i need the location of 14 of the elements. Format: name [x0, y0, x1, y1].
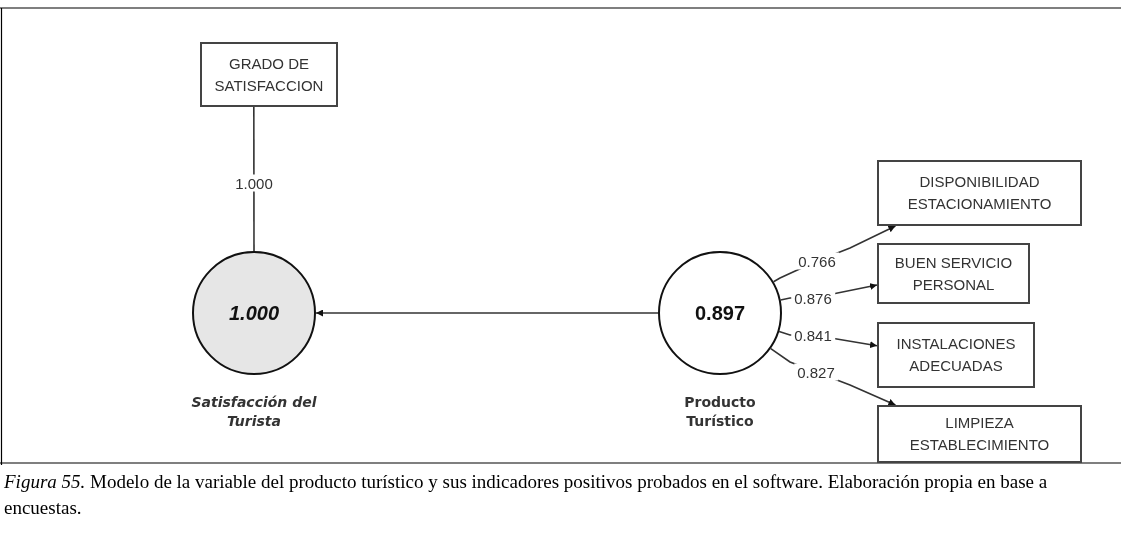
indicator-box: DISPONIBILIDAD ESTACIONAMIENTO [877, 160, 1082, 226]
indicator-box: LIMPIEZA ESTABLECIMIENTO [877, 405, 1082, 463]
edge-label: 0.827 [794, 363, 838, 381]
node-label: Satisfacción del Turista [190, 393, 318, 431]
figure-caption: Figura 55. Modelo de la variable del producto turístico y sus indicadores positivos probados en el software. Elaboración propia en base a encuestas. [4, 470, 1049, 520]
indicator-box: BUEN SERVICIO PERSONAL [877, 243, 1030, 304]
indicator-box: INSTALACIONES ADECUADAS [877, 322, 1035, 388]
arrow [315, 309, 659, 317]
node-label: Producto Turístico [683, 393, 757, 431]
indicator-box: GRADO DE SATISFACCION [200, 42, 338, 107]
connector-line [253, 106, 255, 252]
construct-circle: 0.897 [658, 251, 782, 375]
construct-circle: 1.000 [192, 251, 316, 375]
edge-label: 0.766 [795, 252, 839, 270]
